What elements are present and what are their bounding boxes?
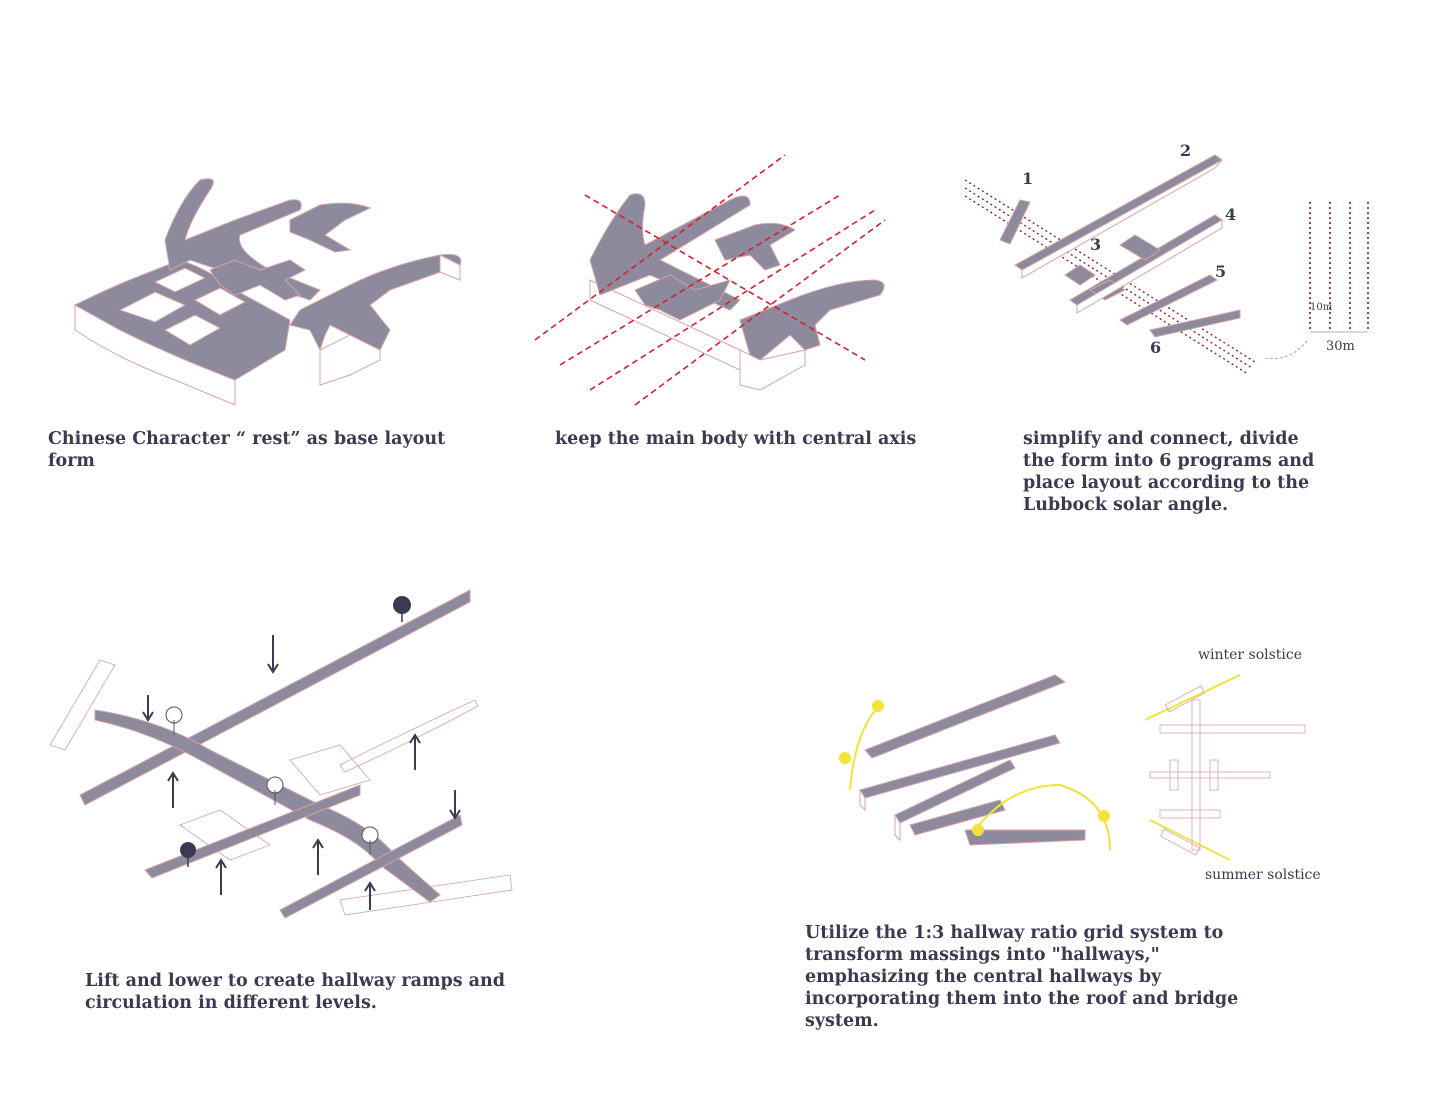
program-label-5: 5 — [1215, 262, 1226, 281]
panel-2-central-axis — [530, 150, 910, 410]
panel-3-programs: 1 2 3 4 5 6 10m 30m — [960, 140, 1390, 380]
panel-1-caption: Chinese Character “ rest” as base layout… — [48, 428, 488, 472]
program-label-1: 1 — [1022, 169, 1033, 188]
panel-1-character-form — [60, 160, 480, 420]
panel-4-ramps — [40, 580, 540, 940]
dim-height: 10m — [1310, 302, 1333, 313]
program-label-6: 6 — [1150, 338, 1161, 357]
panel-2-caption: keep the main body with central axis — [555, 428, 955, 450]
central-axis-lines — [535, 155, 885, 405]
panel-4-caption: Lift and lower to create hallway ramps a… — [85, 970, 535, 1014]
panel-3-caption: simplify and connect, divide the form in… — [1023, 428, 1323, 516]
level-arrows — [143, 635, 460, 910]
winter-solstice-label: winter solstice — [1198, 647, 1302, 663]
hallway-massing — [860, 675, 1085, 845]
program-label-3: 3 — [1090, 235, 1101, 254]
program-label-2: 2 — [1180, 141, 1191, 160]
hallway-ramps — [80, 590, 470, 918]
plan-diagram — [1145, 675, 1305, 860]
summer-solstice-label: summer solstice — [1205, 867, 1321, 883]
simplified-massing — [590, 194, 884, 390]
panel-5-caption: Utilize the 1:3 hallway ratio grid syste… — [805, 922, 1280, 1032]
program-bars — [1000, 155, 1240, 337]
panel-5-hallway-grid: winter solstice summer solstice — [820, 640, 1340, 890]
character-massing — [75, 179, 461, 405]
dim-width: 30m — [1326, 339, 1355, 354]
program-label-4: 4 — [1225, 205, 1236, 224]
grid-dimension: 10m 30m — [1265, 202, 1368, 359]
